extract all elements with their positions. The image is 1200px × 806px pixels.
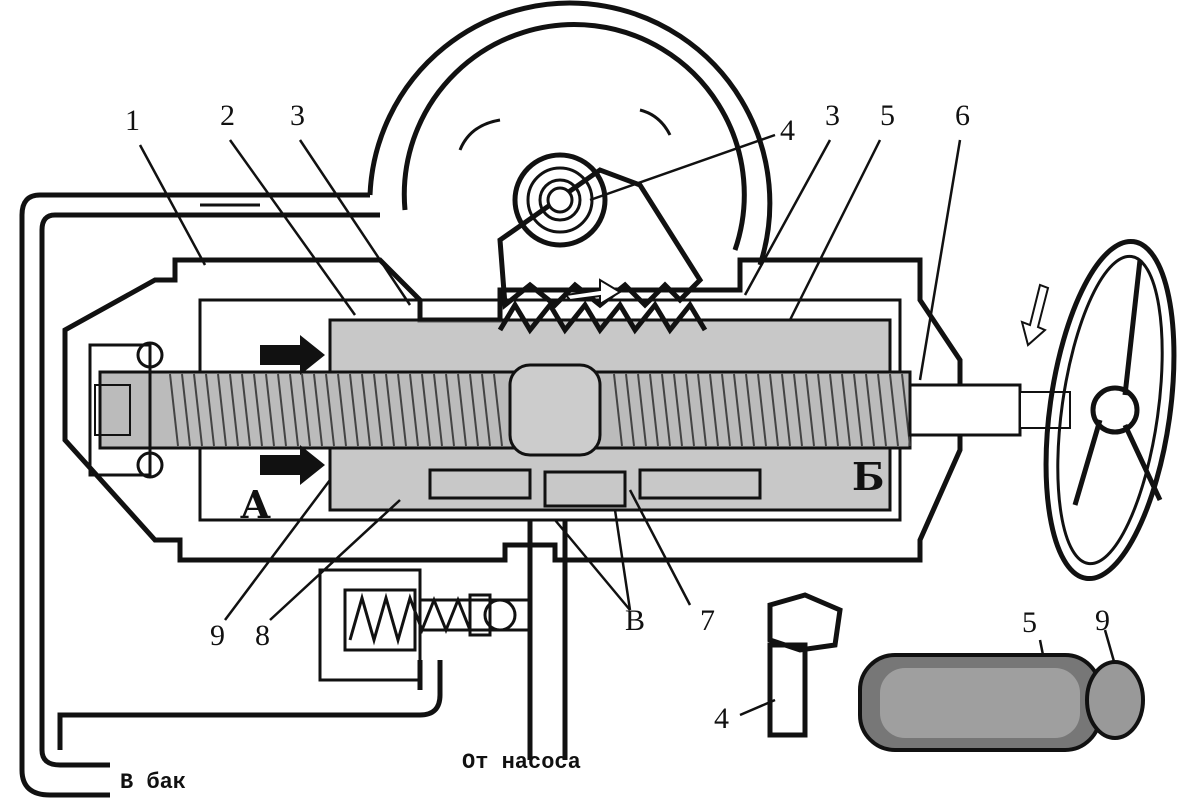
- thread-line: [337, 373, 347, 447]
- chamber-b-label: Б: [852, 454, 884, 499]
- chamber-a-label: А: [240, 482, 271, 527]
- thread-line: [361, 373, 371, 447]
- return-line: [19, 192, 443, 798]
- thread-line: [697, 373, 707, 447]
- callout-8: 8: [255, 619, 270, 652]
- callout-4-detail: 4: [714, 702, 729, 735]
- thread-line: [397, 373, 407, 447]
- steering-screw: [98, 363, 1071, 457]
- thread-line: [469, 373, 479, 447]
- thread-line: [817, 373, 827, 447]
- rack-teeth: [497, 300, 708, 335]
- thread-line: [805, 373, 815, 447]
- thread-line: [349, 373, 359, 447]
- to-tank-label: В бак: [120, 770, 186, 795]
- thread-line: [229, 373, 239, 447]
- thread-line: [649, 373, 659, 447]
- thread-line: [409, 373, 419, 447]
- thread-line: [289, 373, 299, 447]
- callout-9: 9: [210, 619, 225, 652]
- steering-wheel: [1043, 238, 1177, 582]
- thread-line: [445, 373, 455, 447]
- control-valve: [428, 468, 762, 508]
- callout-4: 4: [780, 114, 795, 147]
- thread-line: [877, 373, 887, 447]
- callout-5: 5: [880, 99, 895, 132]
- thread-line: [889, 373, 899, 447]
- arrow-right-icon: [564, 278, 622, 306]
- thread-line: [709, 373, 719, 447]
- curved-arrow-icon: [639, 108, 672, 136]
- thread-line: [421, 373, 431, 447]
- thread-line: [769, 373, 779, 447]
- thread-line: [865, 373, 875, 447]
- callout-2: 2: [220, 99, 235, 132]
- callout-3b: 3: [825, 99, 840, 132]
- thread-line: [481, 373, 491, 447]
- thread-line: [613, 373, 623, 447]
- thread-line: [793, 373, 803, 447]
- sector-shaft-detail: [767, 592, 843, 738]
- thread-line: [313, 373, 323, 447]
- from-pump-label: От насоса: [462, 750, 581, 775]
- pressure-arrows: [200, 108, 1050, 485]
- thread-line: [169, 373, 179, 447]
- thread-line: [721, 373, 731, 447]
- piston-detail: [858, 653, 1145, 752]
- thread-line: [661, 373, 671, 447]
- thread-line: [277, 373, 287, 447]
- thread-line: [217, 373, 227, 447]
- pump-line: [527, 520, 568, 760]
- callout-3: 3: [290, 99, 305, 132]
- callout-9-detail: 9: [1095, 604, 1110, 637]
- thread-line: [301, 373, 311, 447]
- thread-line: [193, 373, 203, 447]
- thread-line: [853, 373, 863, 447]
- thread-line: [745, 373, 755, 447]
- thread-line: [673, 373, 683, 447]
- thread-line: [457, 373, 467, 447]
- thread-line: [685, 373, 695, 447]
- end-nut: [88, 341, 164, 479]
- thread-line: [781, 373, 791, 447]
- thread-line: [241, 373, 251, 447]
- curved-arrow-icon: [458, 118, 501, 151]
- callout-v: В: [625, 604, 645, 637]
- thread-line: [625, 373, 635, 447]
- arrow-right-icon: [260, 335, 325, 375]
- thread-line: [637, 373, 647, 447]
- thread-line: [829, 373, 839, 447]
- thread-line: [181, 373, 191, 447]
- relief-valve: [318, 568, 530, 682]
- thread-line: [253, 373, 263, 447]
- thread-line: [841, 373, 851, 447]
- callout-6: 6: [955, 99, 970, 132]
- thread-line: [757, 373, 767, 447]
- thread-line: [385, 373, 395, 447]
- thread-line: [493, 373, 503, 447]
- callout-5-detail: 5: [1022, 606, 1037, 639]
- callout-1: 1: [125, 104, 140, 137]
- thread-line: [325, 373, 335, 447]
- thread-line: [433, 373, 443, 447]
- thread-line: [265, 373, 275, 447]
- sector-housing: [367, 0, 773, 266]
- arrow-down-icon: [1020, 283, 1050, 347]
- thread-line: [733, 373, 743, 447]
- thread-line: [373, 373, 383, 447]
- arrow-right-icon: [260, 445, 325, 485]
- thread-line: [205, 373, 215, 447]
- callout-7: 7: [700, 604, 715, 637]
